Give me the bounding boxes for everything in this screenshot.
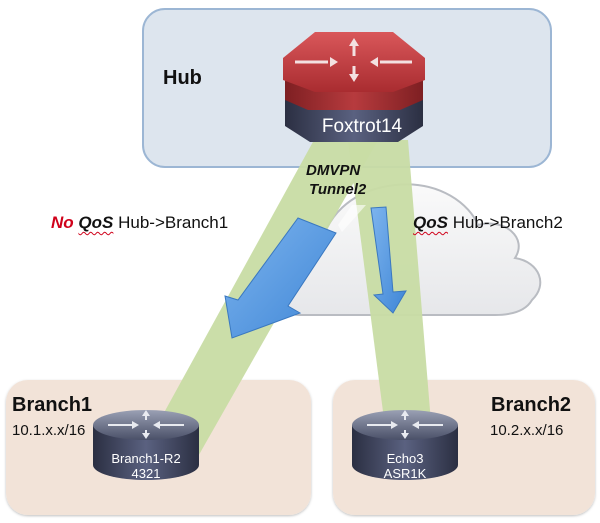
arrow-down-icon	[370, 206, 407, 314]
router-arrows	[295, 38, 412, 82]
branch2-subnet: 10.2.x.x/16	[490, 422, 564, 439]
router-model: 4321	[131, 466, 161, 481]
router-model: ASR1K	[383, 466, 427, 481]
router-arrows	[108, 410, 184, 439]
flow-label-branch1: No QoS Hub->Branch1	[51, 213, 228, 233]
branch1-title: Branch1	[12, 394, 93, 416]
branch2-title: Branch2	[491, 394, 572, 416]
branch2-router-label: Echo3 ASR1K	[350, 451, 460, 481]
flow-label-branch2: QoS Hub->Branch2	[413, 213, 563, 233]
arrow-down-left-icon	[224, 217, 337, 339]
router-icon	[352, 410, 458, 440]
qos-keyword: QoS	[413, 213, 448, 232]
tunnel-label-line1: DMVPN	[306, 162, 361, 179]
branch1-router-label: Branch1-R2 4321	[91, 451, 201, 481]
qos-keyword: QoS	[78, 213, 114, 232]
branch1-router[interactable]	[93, 410, 199, 480]
flow-path: Hub->Branch1	[118, 213, 229, 232]
branch2-router-side	[352, 425, 458, 480]
router-icon	[283, 32, 425, 92]
tunnel-beam-gap	[338, 205, 366, 232]
hub-title: Hub	[163, 67, 202, 89]
router-name: Branch1-R2	[111, 451, 181, 466]
branch1-subnet: 10.1.x.x/16	[12, 422, 86, 439]
branch1-router-side	[93, 425, 199, 480]
router-icon	[93, 410, 199, 440]
tunnel-label-line2: Tunnel2	[309, 181, 367, 198]
hub-router[interactable]	[283, 32, 425, 142]
no-qos-prefix: No	[51, 213, 74, 232]
flow-path: Hub->Branch2	[452, 213, 563, 232]
hub-router-name: Foxtrot14	[321, 116, 403, 137]
branch2-router[interactable]	[352, 410, 458, 480]
router-name: Echo3	[386, 451, 424, 466]
router-arrows	[367, 410, 443, 439]
